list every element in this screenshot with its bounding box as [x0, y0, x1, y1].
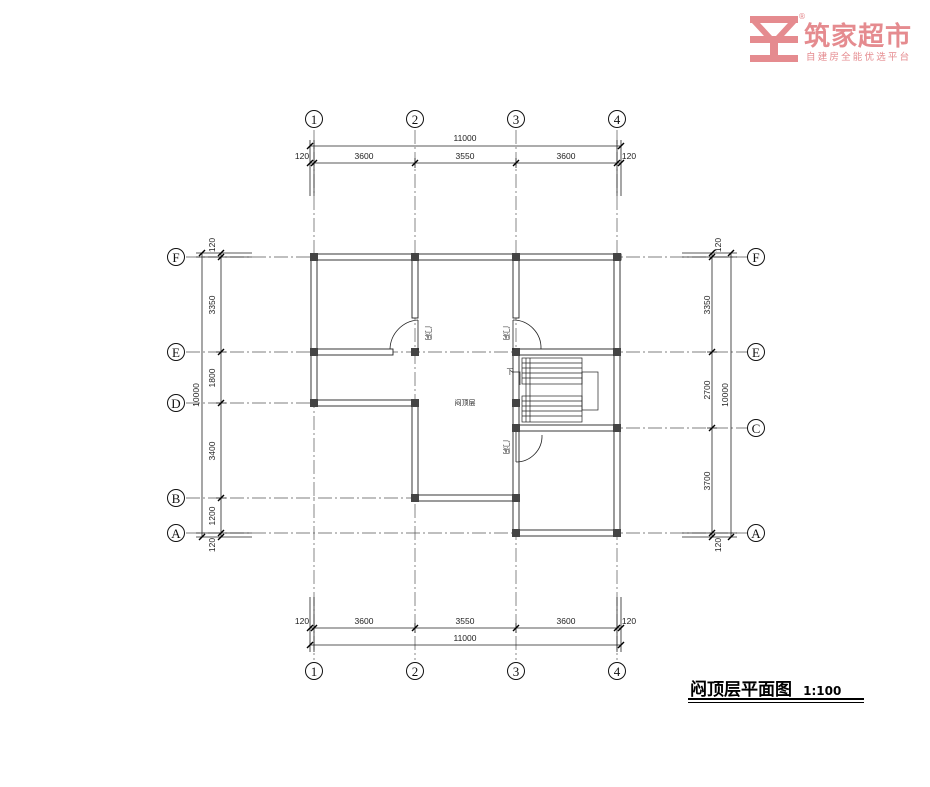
axis-row-f-right: F — [752, 250, 759, 265]
axis-col-3: 3 — [513, 112, 520, 127]
logo-mark-icon — [750, 16, 798, 62]
axis-col-2: 2 — [412, 112, 419, 127]
dim-bottom-seg: 3600 — [557, 616, 576, 626]
dim-right-total: 10000 — [720, 383, 730, 407]
walls — [310, 253, 622, 537]
dim-left-seg: 1200 — [207, 506, 217, 525]
axis-row-a-right: A — [751, 526, 761, 541]
axis-col-1-bottom: 1 — [311, 664, 318, 679]
axis-row-d: D — [171, 396, 180, 411]
axis-row-f: F — [172, 250, 179, 265]
dim-top-total: 11000 — [453, 133, 476, 143]
dim-top-seg: 3550 — [456, 151, 475, 161]
dim-bottom-seg: 3550 — [456, 616, 475, 626]
dim-top-seg: 120 — [622, 151, 636, 161]
axis-col-4: 4 — [614, 112, 621, 127]
door-label-2: 门洞 — [502, 326, 511, 340]
drawing-title: 闷顶层平面图 — [690, 680, 792, 700]
registered-mark: ® — [798, 12, 806, 21]
stair-down-label: 下 — [507, 368, 514, 376]
dim-left-seg: 120 — [207, 538, 217, 552]
dim-bottom-seg: 120 — [622, 616, 636, 626]
dimension-lines — [196, 140, 737, 652]
dim-left-total: 10000 — [191, 383, 201, 407]
logo-name: 筑家超市 — [804, 22, 913, 52]
brand-logo: ® 筑家超市 自建房全能优选平台 — [748, 12, 928, 64]
axis-col-4-bottom: 4 — [614, 664, 621, 679]
axis-row-a: A — [171, 526, 181, 541]
axis-col-2-bottom: 2 — [412, 664, 419, 679]
axis-row-c-right: C — [752, 421, 761, 436]
logo-tagline: 自建房全能优选平台 — [806, 52, 912, 63]
axis-col-3-bottom: 3 — [513, 664, 520, 679]
dim-bottom-seg: 3600 — [355, 616, 374, 626]
dim-left-seg: 3350 — [207, 295, 217, 314]
drawing-scale: 1:100 — [803, 684, 842, 698]
axis-row-b: B — [172, 491, 181, 506]
dim-right-seg: 120 — [713, 538, 723, 552]
title-underline-thick — [688, 698, 864, 700]
drawing-title-block: 闷顶层平面图 1:100 — [690, 675, 841, 700]
axis-labels: 1 2 3 4 1 2 3 4 F E D B A F E C A — [171, 112, 761, 679]
dim-right-seg: 120 — [713, 238, 723, 252]
axis-bubbles — [167, 110, 765, 680]
dim-bottom-seg: 120 — [295, 616, 309, 626]
door-label-1: 门洞 — [424, 326, 433, 340]
dim-right-seg: 2700 — [702, 380, 712, 399]
structural-columns — [310, 253, 621, 537]
dim-top-seg: 3600 — [355, 151, 374, 161]
axis-row-e-right: E — [752, 345, 760, 360]
axis-col-1: 1 — [311, 112, 318, 127]
axis-grid-lines — [186, 130, 750, 660]
dim-top-seg: 3600 — [557, 151, 576, 161]
dim-left-seg: 3400 — [207, 441, 217, 460]
room-labels: 闷顶层 门洞 门洞 门洞 下 — [424, 326, 514, 454]
dim-left-seg: 120 — [207, 238, 217, 252]
axis-row-e: E — [172, 345, 180, 360]
dim-right-seg: 3350 — [702, 295, 712, 314]
dimension-labels: 11000 120 3600 3550 3600 120 120 3600 35… — [191, 133, 730, 643]
dim-bottom-total: 11000 — [453, 633, 476, 643]
dim-left-seg: 1800 — [207, 368, 217, 387]
door-swings — [389, 319, 543, 463]
staircase — [512, 357, 599, 423]
dim-right-seg: 3700 — [702, 471, 712, 490]
title-underline-thin — [688, 702, 864, 703]
room-label-attic: 闷顶层 — [455, 398, 476, 407]
dimension-ticks — [198, 142, 735, 649]
dim-top-seg: 120 — [295, 151, 309, 161]
door-label-3: 门洞 — [502, 440, 511, 454]
